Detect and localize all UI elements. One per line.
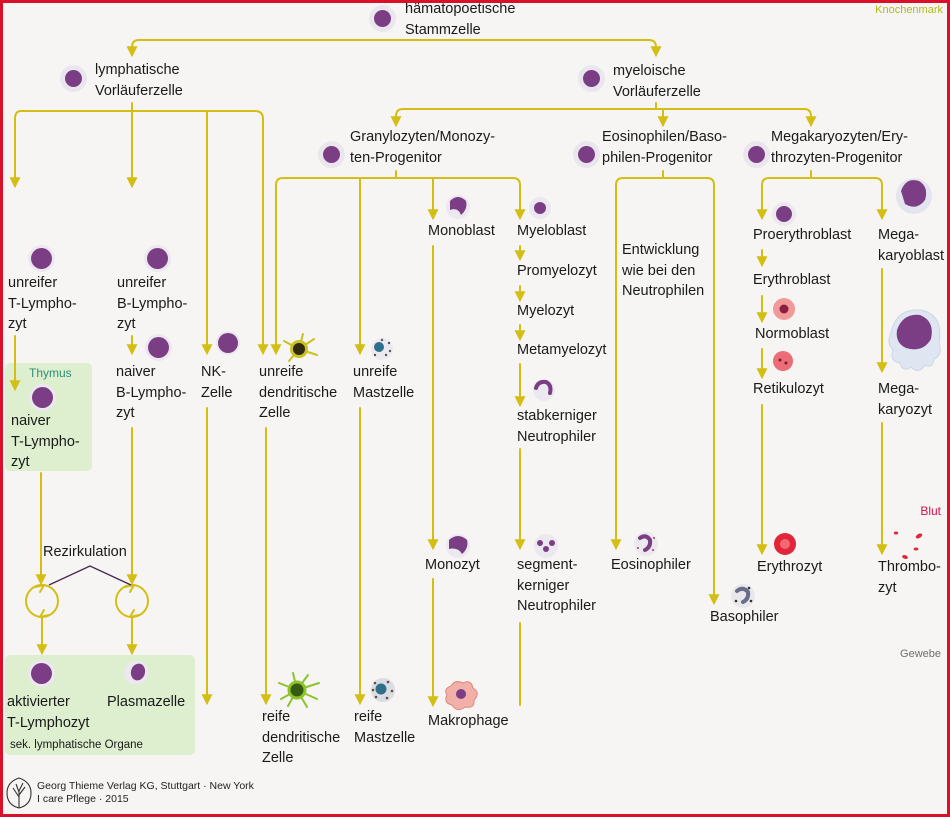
label-erythroblast: Erythroblast	[753, 272, 831, 288]
activated-t-cell-icon	[28, 660, 55, 687]
label-segmented-neutrophil: segment- kerniger Neutrophiler	[517, 557, 596, 614]
megakaryocyte-icon	[888, 309, 941, 371]
label-myeloblast: Myeloblast	[517, 223, 587, 239]
label-myeloid-progenitor: myeloische Vorläuferzelle	[613, 63, 701, 100]
mk-progenitor-icon	[743, 141, 770, 168]
label-reticulocyte: Retikulozyt	[753, 381, 824, 397]
lineage-arrows	[6, 39, 941, 809]
label-gm-progenitor: Granylozyten/Monozy- ten-Progenitor	[350, 129, 496, 166]
monoblast-icon	[446, 195, 470, 219]
label-eb-development: Entwicklung wie bei den Neutrophilen	[622, 242, 705, 299]
region-label-bone-marrow: Knochenmark	[875, 4, 943, 16]
label-eb-progenitor: Eosinophilen/Baso- philen-Progenitor	[602, 129, 727, 166]
publisher-logo	[6, 777, 32, 809]
label-myelocyte: Myelozyt	[517, 303, 575, 319]
basophil-icon	[731, 584, 755, 608]
eosinophil-icon	[634, 532, 658, 556]
region-label-blood: Blut	[920, 504, 941, 518]
immature-dendritic-cell-icon	[283, 333, 318, 362]
label-metamyelocyte: Metamyelozyt	[517, 342, 607, 358]
label-plasma-cell: Plasmazelle	[107, 694, 186, 710]
lymphoid-progenitor-icon	[60, 65, 87, 92]
plasma-cell-icon	[124, 661, 148, 685]
region-label-secondary-lymphatic-organs: sek. lymphatische Organe	[10, 739, 143, 751]
naive-t-cell-icon	[29, 384, 56, 411]
monocyte-icon	[446, 534, 470, 558]
label-recirculation: Rezirkulation	[43, 544, 127, 560]
region-label-tissue: Gewebe	[900, 648, 941, 660]
label-naive-t-cell: naiver T-Lympho- zyt	[11, 413, 80, 470]
myeloid-progenitor-icon	[578, 65, 605, 92]
label-mature-mast-cell: reife Mastzelle	[354, 709, 416, 746]
label-immature-mast-cell: unreife Mastzelle	[353, 364, 415, 401]
reticulocyte-icon	[773, 351, 793, 371]
label-mature-dendritic-cell: reife dendritische Zelle	[262, 709, 341, 766]
label-immature-t-cell: unreifer T-Lympho- zyt	[8, 275, 77, 332]
band-neutrophil-icon	[533, 379, 555, 401]
label-stem-cell: hämatopoetische Stammzelle	[405, 1, 516, 38]
region-label-thymus: Thymus	[29, 366, 72, 380]
label-monoblast: Monoblast	[428, 223, 495, 239]
label-megakaryoblast: Mega- karyoblast	[878, 227, 945, 264]
label-thrombocyte: Thrombo- zyt	[878, 559, 941, 596]
label-activated-t-cell: aktivierter T-Lymphozyt	[7, 694, 90, 731]
immature-t-cell-icon	[28, 245, 55, 272]
label-immature-b-cell: unreifer B-Lympho- zyt	[117, 275, 188, 332]
mature-mast-cell-icon	[371, 678, 395, 702]
eb-progenitor-icon	[573, 141, 600, 168]
gm-progenitor-icon	[318, 141, 345, 168]
thrombocyte-icon	[893, 531, 923, 559]
label-nk-cell: NK- Zelle	[201, 364, 233, 401]
label-erythrocyte: Erythrozyt	[757, 559, 823, 575]
publisher-credit: Georg Thieme Verlag KG, Stuttgart · New …	[37, 780, 254, 805]
label-band-neutrophil: stabkerniger Neutrophiler	[517, 408, 597, 445]
label-megakaryocyte: Mega- karyozyt	[878, 381, 932, 418]
mature-dendritic-cell-icon	[278, 672, 320, 708]
label-promyelocyte: Promyelozyt	[517, 263, 597, 279]
label-mk-progenitor: Megakaryozyten/Ery- throzyten-Progenitor	[771, 129, 908, 166]
immature-b-cell-icon	[144, 245, 171, 272]
label-naive-b-cell: naiver B-Lympho- zyt	[116, 364, 187, 421]
megakaryoblast-icon	[896, 178, 932, 214]
stem-cell-icon	[369, 5, 396, 32]
immature-mast-cell-icon	[371, 338, 393, 360]
label-macrophage: Makrophage	[428, 713, 509, 729]
label-eosinophil: Eosinophiler	[611, 557, 691, 573]
label-lymphoid-progenitor: lymphatische Vorläuferzelle	[95, 62, 183, 99]
label-normoblast: Normoblast	[755, 326, 830, 342]
segmented-neutrophil-icon	[534, 534, 558, 558]
label-proerythroblast: Proerythroblast	[753, 227, 852, 243]
label-basophil: Basophiler	[710, 609, 779, 625]
naive-b-cell-icon	[145, 334, 172, 361]
label-monocyte: Monozyt	[425, 557, 480, 573]
label-immature-dendritic-cell: unreife dendritische Zelle	[259, 364, 338, 421]
